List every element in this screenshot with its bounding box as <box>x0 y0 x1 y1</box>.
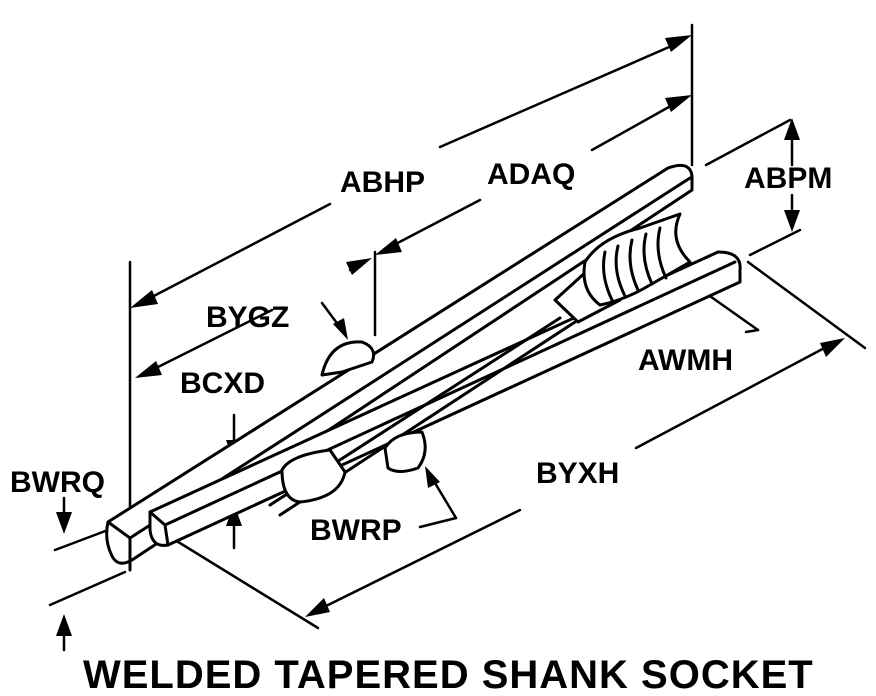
dimension-labels: ABHP ADAQ ABPM BYGZ BCXD AWMH BWRQ BYXH … <box>10 158 832 696</box>
label-bwrq: BWRQ <box>10 466 105 499</box>
label-bygz: BYGZ <box>206 301 289 334</box>
label-bwrp: BWRP <box>310 514 402 547</box>
label-abpm: ABPM <box>744 162 832 195</box>
socket-body <box>105 163 742 572</box>
label-byxh: BYXH <box>536 457 619 490</box>
diagram-title: WELDED TAPERED SHANK SOCKET <box>83 653 814 696</box>
dimension-lines <box>56 35 845 652</box>
label-abhp: ABHP <box>340 166 425 199</box>
extension-lines <box>48 23 867 630</box>
label-awmh: AWMH <box>638 344 733 377</box>
label-bcxd: BCXD <box>180 367 265 400</box>
label-adaq: ADAQ <box>487 158 575 191</box>
